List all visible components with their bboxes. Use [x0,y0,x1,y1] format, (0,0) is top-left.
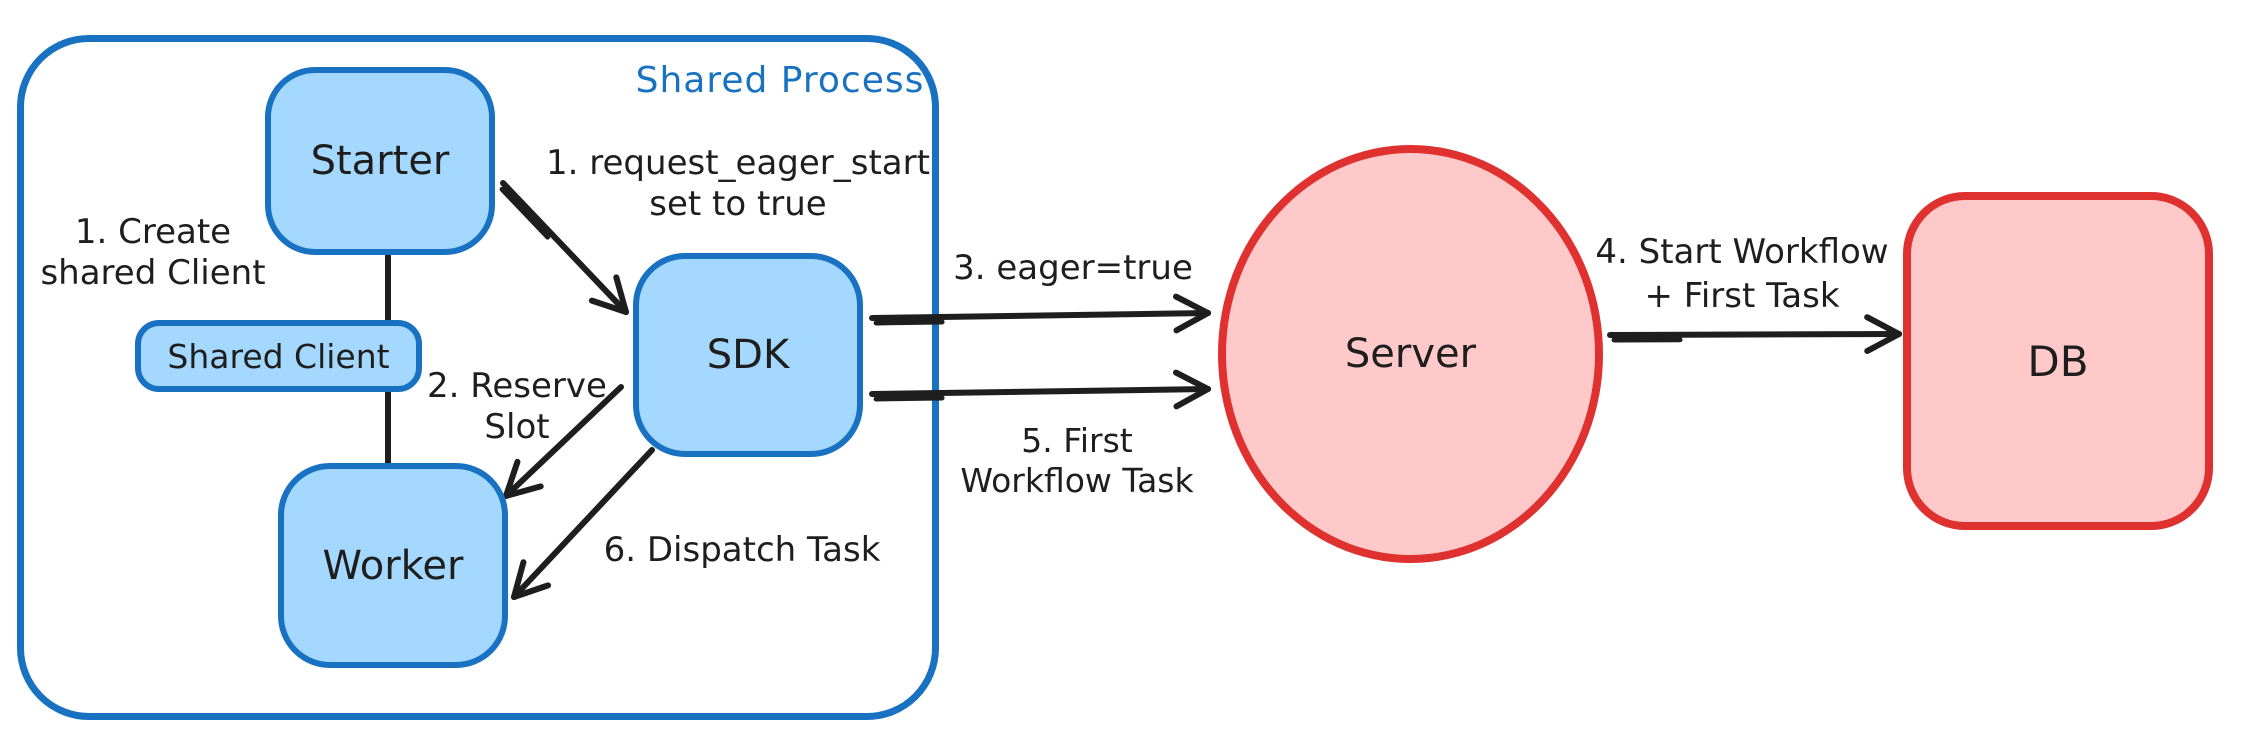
shared-process-title: Shared Process [635,60,925,101]
annotation-eager-true: 3. eager=true [953,248,1193,288]
starter-label: Starter [310,138,450,184]
shared-process-container [17,35,939,720]
server-node: Server [1218,145,1603,563]
annotation-start-workflow-first-task: 4. Start Workflow + First Task [1595,232,1889,317]
annotation-create-shared-client: 1. Create shared Client [40,212,266,293]
arrow-server-to-db [1607,314,1902,355]
worker-node: Worker [278,463,508,668]
starter-node: Starter [265,67,495,255]
annotation-first-workflow-task: 5. First Workflow Task [960,421,1194,500]
arrow-sdk-to-worker-reserve [503,384,624,499]
shared-client-label: Shared Client [167,336,390,376]
sdk-label: SDK [706,332,790,378]
sdk-node: SDK [633,253,863,457]
arrow-sdk-to-server-eager [869,293,1211,334]
db-node: DB [1903,192,2213,530]
annotation-reserve-slot: 2. Reserve Slot [427,366,607,447]
annotation-dispatch-task: 6. Dispatch Task [603,530,881,570]
arrow-starter-to-sdk [499,180,629,315]
arrow-sdk-to-server-first-wft [869,369,1211,410]
db-label: DB [2027,336,2089,386]
worker-label: Worker [322,542,464,589]
arrow-sdk-to-worker-dispatch [511,447,655,600]
shared-client-node: Shared Client [135,320,422,392]
annotation-request-eager-start: 1. request_eager_start set to true [546,143,930,224]
server-label: Server [1344,331,1477,377]
